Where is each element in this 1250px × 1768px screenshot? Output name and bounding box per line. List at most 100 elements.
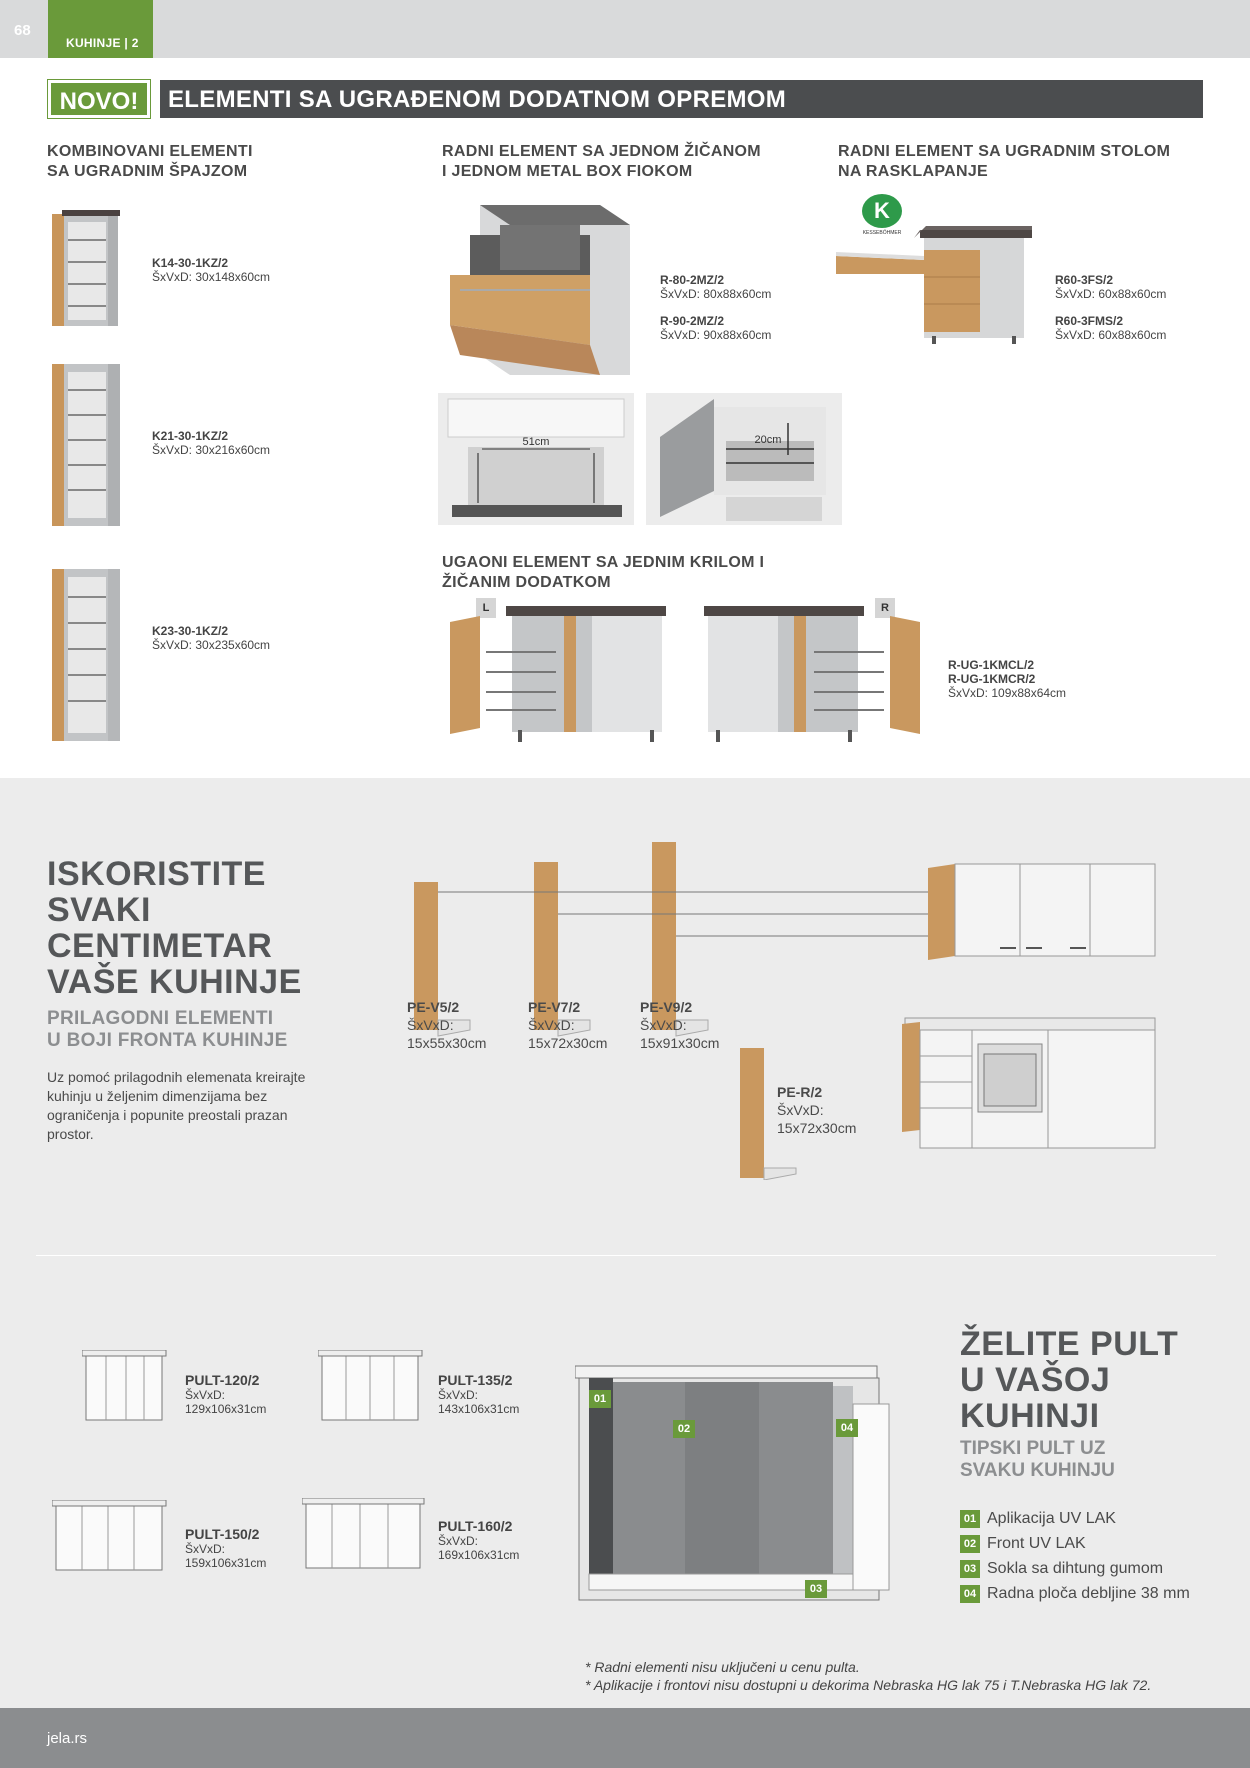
custom-heading-line2: SVAKI: [47, 891, 151, 929]
pe-v7-dims-label: ŠxVxD:: [528, 1017, 575, 1033]
section-tab: KUHINJE | 2: [48, 0, 153, 58]
pult-135-code: PULT-135/2: [438, 1372, 513, 1388]
pult-160-label: PULT-160/2 ŠxVxD: 169x106x31cm: [438, 1518, 519, 1562]
pe-r-dims: 15x72x30cm: [777, 1120, 857, 1136]
logo-letter: K: [862, 194, 902, 228]
pult-large-image: [575, 1365, 890, 1601]
pult-135-label: PULT-135/2 ŠxVxD: 143x106x31cm: [438, 1372, 519, 1416]
feature-num: 03: [960, 1559, 980, 1578]
page-title: ELEMENTI SA UGRAĐENOM DODATNOM OPREMOM: [168, 86, 787, 113]
k21-code: K21-30-1KZ/2 ŠxVxD: 30x216x60cm: [152, 429, 270, 457]
feature-text: Front UV LAK: [987, 1534, 1086, 1552]
k14-dims: ŠxVxD: 30x148x60cm: [152, 270, 271, 284]
pult-subheading-line1: TIPSKI PULT UZ: [960, 1438, 1106, 1459]
badge-04: 04: [836, 1419, 858, 1437]
r90-code-text: R-90-2MZ/2: [660, 314, 725, 328]
col2-heading: RADNI ELEMENT SA JEDNOM ŽIČANOM I JEDNOM…: [442, 142, 761, 182]
section-label: KUHINJE | 2: [66, 36, 139, 50]
section-divider: [36, 1255, 1216, 1256]
feature-text: Sokla sa dihtung gumom: [987, 1559, 1164, 1577]
pult-heading-line2: U VAŠOJ: [960, 1361, 1111, 1399]
pe-r-dims-label: ŠxVxD:: [777, 1102, 824, 1118]
corner-tag-left: L: [476, 598, 496, 618]
badge-01: 01: [589, 1390, 611, 1408]
corner-cabinet-right-image: [704, 606, 920, 742]
footnote-2: * Aplikacije i frontovi nisu dostupni u …: [585, 1677, 1152, 1693]
pult-heading-line3: KUHINJI: [960, 1397, 1100, 1435]
top-bar: 68 KUHINJE | 2: [0, 0, 1250, 58]
pult-160-dims-label: ŠxVxD:: [438, 1534, 479, 1548]
detail-51cm-label: 51cm: [523, 436, 550, 448]
r80-code-text: R-80-2MZ/2: [660, 273, 725, 287]
r60-3fms-dims: ŠxVxD: 60x88x60cm: [1055, 328, 1167, 342]
pult-150-dims: 159x106x31cm: [185, 1556, 267, 1570]
pe-v5-dims: 15x55x30cm: [407, 1035, 487, 1051]
pult-160-code: PULT-160/2: [438, 1518, 513, 1534]
r60-3fms-code-text: R60-3FMS/2: [1055, 314, 1124, 328]
badge-02: 02: [673, 1420, 695, 1438]
pe-v5-label: PE-V5/2 ŠxVxD: 15x55x30cm: [407, 998, 486, 1052]
pult-160-image: [302, 1498, 425, 1569]
pe-v9-dims-label: ŠxVxD:: [640, 1017, 687, 1033]
pe-v9-dims: 15x91x30cm: [640, 1035, 720, 1051]
corner-codes: R-UG-1KMCL/2 R-UG-1KMCR/2 ŠxVxD: 109x88x…: [948, 658, 1066, 700]
k23-code: K23-30-1KZ/2 ŠxVxD: 30x235x60cm: [152, 624, 270, 652]
corner-cabinet-left-image: [450, 606, 666, 742]
pe-v7-dims: 15x72x30cm: [528, 1035, 608, 1051]
feature-item: 02 Front UV LAK: [960, 1531, 1190, 1556]
feature-list: 01 Aplikacija UV LAK 02 Front UV LAK 03 …: [960, 1506, 1190, 1606]
pantry-k14-image: [52, 210, 120, 326]
feature-item: 01 Aplikacija UV LAK: [960, 1506, 1190, 1531]
r60-3fs-code: R60-3FS/2 ŠxVxD: 60x88x60cm: [1055, 273, 1166, 301]
custom-subheading-line1: PRILAGODNI ELEMENTI: [47, 1008, 274, 1029]
pult-heading: ŽELITE PULT U VAŠOJ KUHINJI: [960, 1326, 1178, 1434]
custom-heading-line4: VAŠE KUHINJE: [47, 963, 302, 1001]
custom-heading-line1: ISKORISTITE: [47, 855, 266, 893]
pe-v5-dims-label: ŠxVxD:: [407, 1017, 454, 1033]
novo-badge: NOVO!: [47, 79, 151, 119]
footer-site-link[interactable]: jela.rs: [47, 1730, 88, 1747]
pult-120-code: PULT-120/2: [185, 1372, 260, 1388]
title-row: NOVO! ELEMENTI SA UGRAĐENOM DODATNOM OPR…: [47, 79, 1203, 119]
pult-150-label: PULT-150/2 ŠxVxD: 159x106x31cm: [185, 1526, 266, 1570]
pult-subheading: TIPSKI PULT UZ SVAKU KUHINJU: [960, 1438, 1115, 1482]
logo-caption: KESSEBÖHMER: [862, 230, 902, 236]
pult-120-dims-label: ŠxVxD:: [185, 1388, 226, 1402]
pult-subheading-line2: SVAKU KUHINJU: [960, 1460, 1115, 1481]
pe-v7-label: PE-V7/2 ŠxVxD: 15x72x30cm: [528, 998, 607, 1052]
corner-tag-right: R: [875, 598, 895, 618]
footer: jela.rs: [0, 1708, 1250, 1768]
pult-120-dims: 129x106x31cm: [185, 1402, 267, 1416]
title-bar: ELEMENTI SA UGRAĐENOM DODATNOM OPREMOM: [160, 80, 1203, 118]
col3-heading-line2: NA RASKLAPANJE: [838, 163, 988, 180]
drawer-cabinet-image: [450, 205, 630, 375]
k23-dims: ŠxVxD: 30x235x60cm: [152, 638, 271, 652]
col1-heading-line1: KOMBINOVANI ELEMENTI: [47, 143, 253, 160]
r60-3fs-code-text: R60-3FS/2: [1055, 273, 1114, 287]
pult-heading-line1: ŽELITE PULT: [960, 1325, 1179, 1363]
col1-heading: KOMBINOVANI ELEMENTI SA UGRADNIM ŠPAJZOM: [47, 142, 253, 182]
col2-heading-line1: RADNI ELEMENT SA JEDNOM ŽIČANOM: [442, 143, 761, 160]
custom-panels-illustration: [414, 842, 1156, 1180]
pult-160-dims: 169x106x31cm: [438, 1548, 520, 1562]
custom-subheading-line2: U BOJI FRONTA KUHINJE: [47, 1030, 288, 1051]
r80-code: R-80-2MZ/2 ŠxVxD: 80x88x60cm: [660, 273, 771, 301]
pult-150-code: PULT-150/2: [185, 1526, 260, 1542]
corner-heading: UGAONI ELEMENT SA JEDNIM KRILOM I ŽIČANI…: [442, 553, 764, 593]
page-number: 68: [14, 22, 31, 39]
footnotes: * Radni elementi nisu uključeni u cenu p…: [585, 1658, 1151, 1694]
k14-code-text: K14-30-1KZ/2: [152, 256, 229, 270]
feature-num: 02: [960, 1534, 980, 1553]
custom-heading-line3: CENTIMETAR: [47, 927, 273, 965]
r90-code: R-90-2MZ/2 ŠxVxD: 90x88x60cm: [660, 314, 771, 342]
pe-v9-label: PE-V9/2 ŠxVxD: 15x91x30cm: [640, 998, 719, 1052]
k23-code-text: K23-30-1KZ/2: [152, 624, 229, 638]
pult-135-dims: 143x106x31cm: [438, 1402, 520, 1416]
custom-heading: ISKORISTITE SVAKI CENTIMETAR VAŠE KUHINJ…: [47, 856, 302, 1000]
pult-150-dims-label: ŠxVxD:: [185, 1542, 226, 1556]
corner-code-r: R-UG-1KMCR/2: [948, 672, 1036, 686]
kessebohmer-logo: K KESSEBÖHMER: [862, 194, 902, 238]
corner-dims: ŠxVxD: 109x88x64cm: [948, 686, 1067, 700]
col3-heading: RADNI ELEMENT SA UGRADNIM STOLOM NA RASK…: [838, 142, 1170, 182]
pe-v5-code: PE-V5/2: [407, 999, 460, 1015]
